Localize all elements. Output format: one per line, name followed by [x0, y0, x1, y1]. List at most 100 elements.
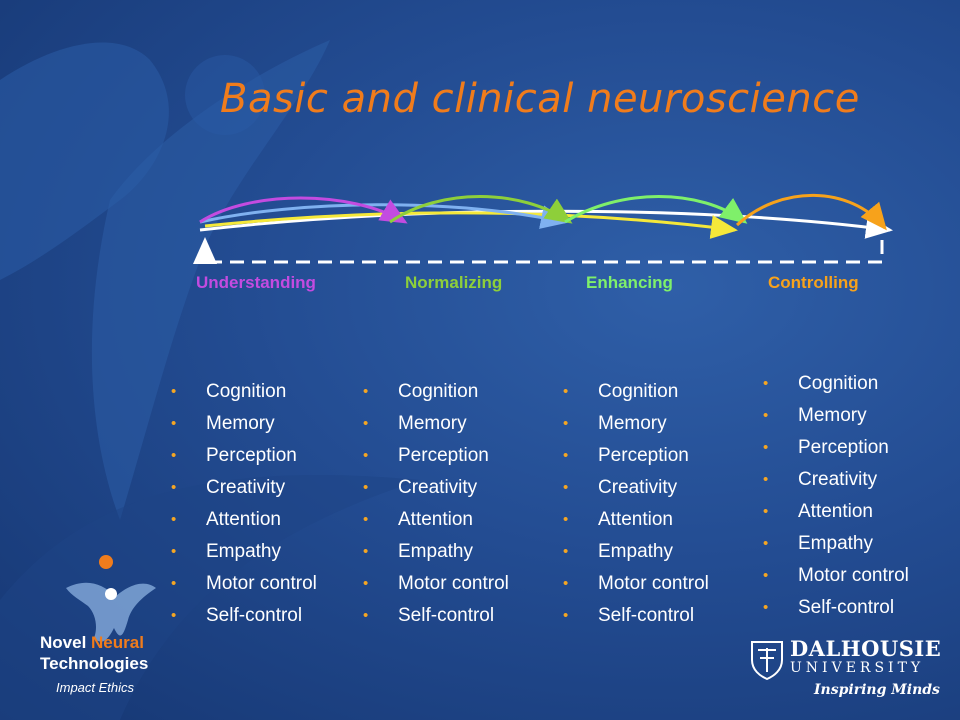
- list-item-label: Memory: [798, 405, 867, 426]
- bullet-list-enhancing: •Cognition•Memory•Perception•Creativity•…: [563, 382, 709, 638]
- list-item-label: Motor control: [398, 573, 509, 594]
- list-item-label: Perception: [798, 437, 889, 458]
- list-item: • Memory: [563, 414, 709, 446]
- list-item: • Self-control: [763, 598, 909, 630]
- bullet-icon: •: [171, 383, 177, 400]
- list-item-label: Empathy: [206, 541, 281, 562]
- list-item: • Self-control: [563, 606, 709, 638]
- list-item-label: Empathy: [798, 533, 873, 554]
- list-item: •Creativity: [763, 470, 909, 502]
- bullet-list-understanding: •Cognition•Memory•Perception•Creativity•…: [171, 382, 317, 638]
- bullet-icon: •: [363, 543, 369, 560]
- list-item-label: Memory: [206, 413, 275, 434]
- list-item: •Creativity: [171, 478, 317, 510]
- slide-title: Basic and clinical neuroscience: [220, 76, 860, 122]
- arrow-purple: [199, 196, 408, 224]
- novel-neural-technologies-logo-icon: [66, 555, 156, 642]
- list-item: •Attention: [171, 510, 317, 542]
- bullet-icon: •: [171, 479, 177, 496]
- bullet-icon: •: [563, 415, 569, 432]
- list-item-label: Self-control: [398, 605, 495, 626]
- bullet-icon: •: [171, 415, 177, 432]
- list-item: • Memory: [763, 406, 909, 438]
- list-item-label: Self-control: [798, 597, 895, 618]
- list-item-label: Cognition: [798, 373, 879, 394]
- arrow-green: [389, 195, 573, 224]
- arrow-yellow: [204, 211, 738, 239]
- list-item: •Memory: [363, 414, 509, 446]
- bullet-icon: •: [563, 447, 569, 464]
- list-item: • Empathy: [563, 542, 709, 574]
- list-item-label: Perception: [598, 445, 689, 466]
- list-item-label: Attention: [598, 509, 673, 530]
- bullet-icon: •: [171, 511, 177, 528]
- stage-label-understanding: Understanding: [196, 273, 316, 292]
- list-item-label: Creativity: [598, 477, 678, 498]
- bullet-icon: •: [563, 607, 569, 624]
- bullet-icon: •: [563, 479, 569, 496]
- bullet-icon: •: [363, 447, 369, 464]
- nnt-logo-text: Novel Neural Technologies: [40, 632, 148, 674]
- list-item-label: Perception: [398, 445, 489, 466]
- list-item: • Perception: [363, 446, 509, 478]
- bullet-icon: •: [363, 415, 369, 432]
- list-item: • Motor control: [763, 566, 909, 598]
- list-item: •Perception: [171, 446, 317, 478]
- nnt-line1-b: Neural: [91, 633, 144, 652]
- list-item: • Self-control: [171, 606, 317, 638]
- bullet-icon: •: [763, 407, 769, 424]
- bullet-list-controlling: •Cognition•Memory•Perception•Creativity•…: [763, 374, 909, 630]
- bullet-list-normalizing: •Cognition•Memory•Perception•Creativity•…: [363, 382, 509, 638]
- bullet-icon: •: [363, 575, 369, 592]
- bullet-icon: •: [763, 535, 769, 552]
- dalhousie-name: DALHOUSIE: [790, 636, 942, 661]
- nnt-line1-a: Novel: [40, 633, 92, 652]
- list-item-label: Motor control: [798, 565, 909, 586]
- bullet-icon: •: [763, 567, 769, 584]
- arrow-orange: [735, 193, 887, 231]
- list-item: •Attention: [563, 510, 709, 542]
- list-item-label: Attention: [798, 501, 873, 522]
- bullet-icon: •: [563, 383, 569, 400]
- list-item: • Memory: [171, 414, 317, 446]
- list-item: •Cognition: [563, 382, 709, 414]
- bullet-icon: •: [763, 599, 769, 616]
- list-item-label: Self-control: [598, 605, 695, 626]
- bullet-icon: •: [763, 375, 769, 392]
- list-item: • Creativity: [363, 478, 509, 510]
- bullet-icon: •: [171, 607, 177, 624]
- bullet-icon: •: [363, 479, 369, 496]
- list-item-label: Self-control: [206, 605, 303, 626]
- list-item-label: Memory: [598, 413, 667, 434]
- list-item: • Motor control: [363, 574, 509, 606]
- dalhousie-tagline: Inspiring Minds: [814, 682, 940, 698]
- list-item: • Empathy: [363, 542, 509, 574]
- list-item: • Cognition: [763, 374, 909, 406]
- bullet-icon: •: [363, 511, 369, 528]
- list-item-label: Creativity: [398, 477, 478, 498]
- bullet-icon: •: [363, 383, 369, 400]
- stage-label-controlling: Controlling: [768, 273, 859, 292]
- list-item: •Cognition: [363, 382, 509, 414]
- nnt-tagline: Impact Ethics: [56, 680, 135, 695]
- stage-label-normalizing: Normalizing: [405, 273, 503, 292]
- stage-label-enhancing: Enhancing: [586, 273, 673, 292]
- list-item-label: Motor control: [206, 573, 317, 594]
- list-item-label: Empathy: [598, 541, 673, 562]
- list-item-label: Empathy: [398, 541, 473, 562]
- bullet-icon: •: [763, 439, 769, 456]
- list-item-label: Motor control: [598, 573, 709, 594]
- bullet-icon: •: [171, 575, 177, 592]
- list-item: • Attention: [363, 510, 509, 542]
- list-item-label: Creativity: [798, 469, 878, 490]
- arrow-lightgreen: [564, 195, 748, 224]
- bullet-icon: •: [563, 543, 569, 560]
- list-item: • Perception: [563, 446, 709, 478]
- list-item-label: Attention: [398, 509, 473, 530]
- list-item: •Self-control: [363, 606, 509, 638]
- list-item: •Attention: [763, 502, 909, 534]
- arrow-blue: [199, 203, 568, 229]
- list-item-label: Cognition: [206, 381, 287, 402]
